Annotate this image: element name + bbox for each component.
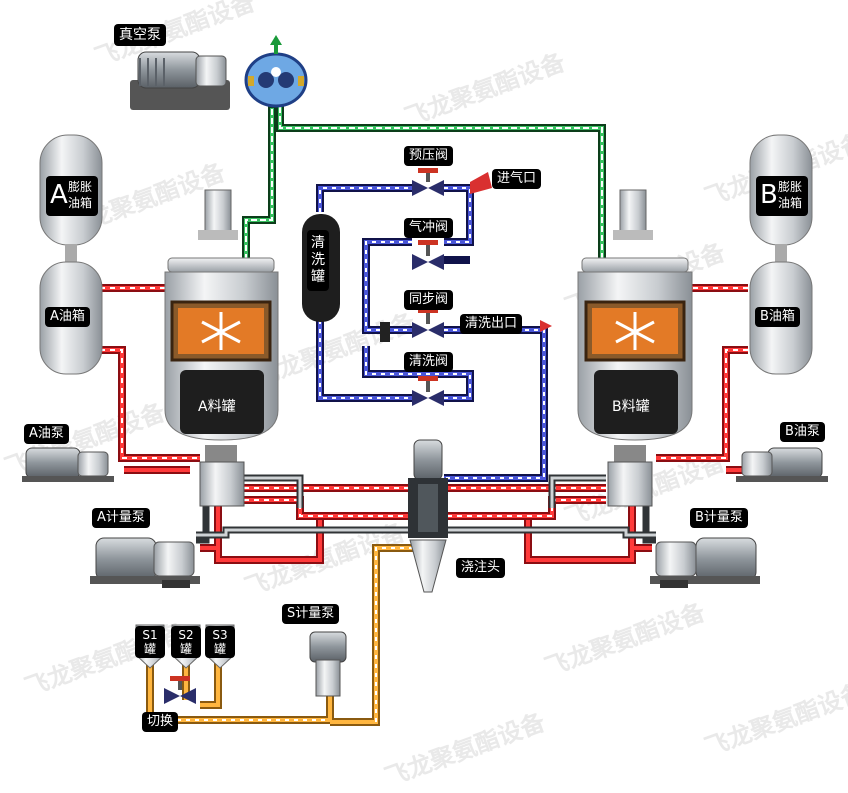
b-metering-pump: [650, 537, 760, 588]
cleaning-lines: [316, 184, 548, 482]
b-material-tank-label: B料罐: [612, 399, 650, 415]
b-oil-pump-label: B油泵: [780, 422, 825, 442]
vacuum-pump-label: 真空泵: [114, 24, 166, 46]
cleaning-valve-label: 清洗阀: [404, 352, 454, 372]
a-oil-tank-label: A油箱: [45, 307, 90, 327]
a-metering-pump-label: A计量泵: [92, 508, 150, 528]
sync-valve-label: 同步阀: [404, 290, 454, 310]
a-expansion-letter: A: [50, 180, 68, 210]
b-expansion-letter: B: [760, 180, 778, 210]
vacuum-pump-motor: [130, 51, 230, 110]
process-diagram: [22, 35, 828, 726]
a-expansion-tank-label: A 膨胀 油箱: [46, 176, 98, 216]
valve-prepressure: [412, 168, 444, 196]
a-oil-pump-label: A油泵: [24, 424, 69, 444]
b-expansion-text: 膨胀 油箱: [778, 180, 803, 210]
a-expansion-text: 膨胀 油箱: [68, 180, 93, 210]
s2-tank-label: S2罐: [171, 626, 201, 658]
a-metering-pump: [90, 537, 200, 588]
a-oil-pump: [22, 447, 114, 482]
pouring-head: [408, 439, 448, 593]
s-metering-pump-label: S计量泵: [282, 604, 340, 624]
b-expansion-tank-label: B 膨胀 油箱: [756, 176, 808, 216]
s-metering-pump: [309, 631, 347, 697]
b-metering-pump-label: B计量泵: [690, 508, 748, 528]
switch-label: 切换: [142, 712, 179, 732]
valve-sync: [380, 308, 444, 342]
vacuum-pump-head: [244, 35, 308, 108]
a-material-tank: [164, 189, 279, 507]
cleaning-tank-label: 清洗罐: [307, 230, 329, 291]
s1-tank-label: S1罐: [135, 626, 165, 658]
valve-cleaning: [412, 376, 444, 406]
air-intake-label: 进气口: [492, 169, 542, 189]
cleaning-outlet-label: 清洗出口: [460, 314, 523, 334]
pouring-head-label: 浇注头: [456, 558, 506, 578]
b-oil-tank-label: B油箱: [755, 307, 800, 327]
valve-air-flush: [412, 240, 444, 270]
b-oil-pump: [736, 447, 828, 482]
a-material-tank-label: A料罐: [198, 399, 236, 415]
material-lines: [196, 474, 656, 544]
air-intake-nozzle: [470, 172, 552, 332]
air-flush-valve-label: 气冲阀: [404, 218, 454, 238]
s3-tank-label: S3罐: [205, 626, 235, 658]
prepressure-valve-label: 预压阀: [404, 146, 454, 166]
switch-valve: [164, 676, 196, 704]
vacuum-lines: [242, 104, 606, 262]
b-material-tank: [577, 189, 693, 507]
s-component-lines: [146, 544, 418, 726]
